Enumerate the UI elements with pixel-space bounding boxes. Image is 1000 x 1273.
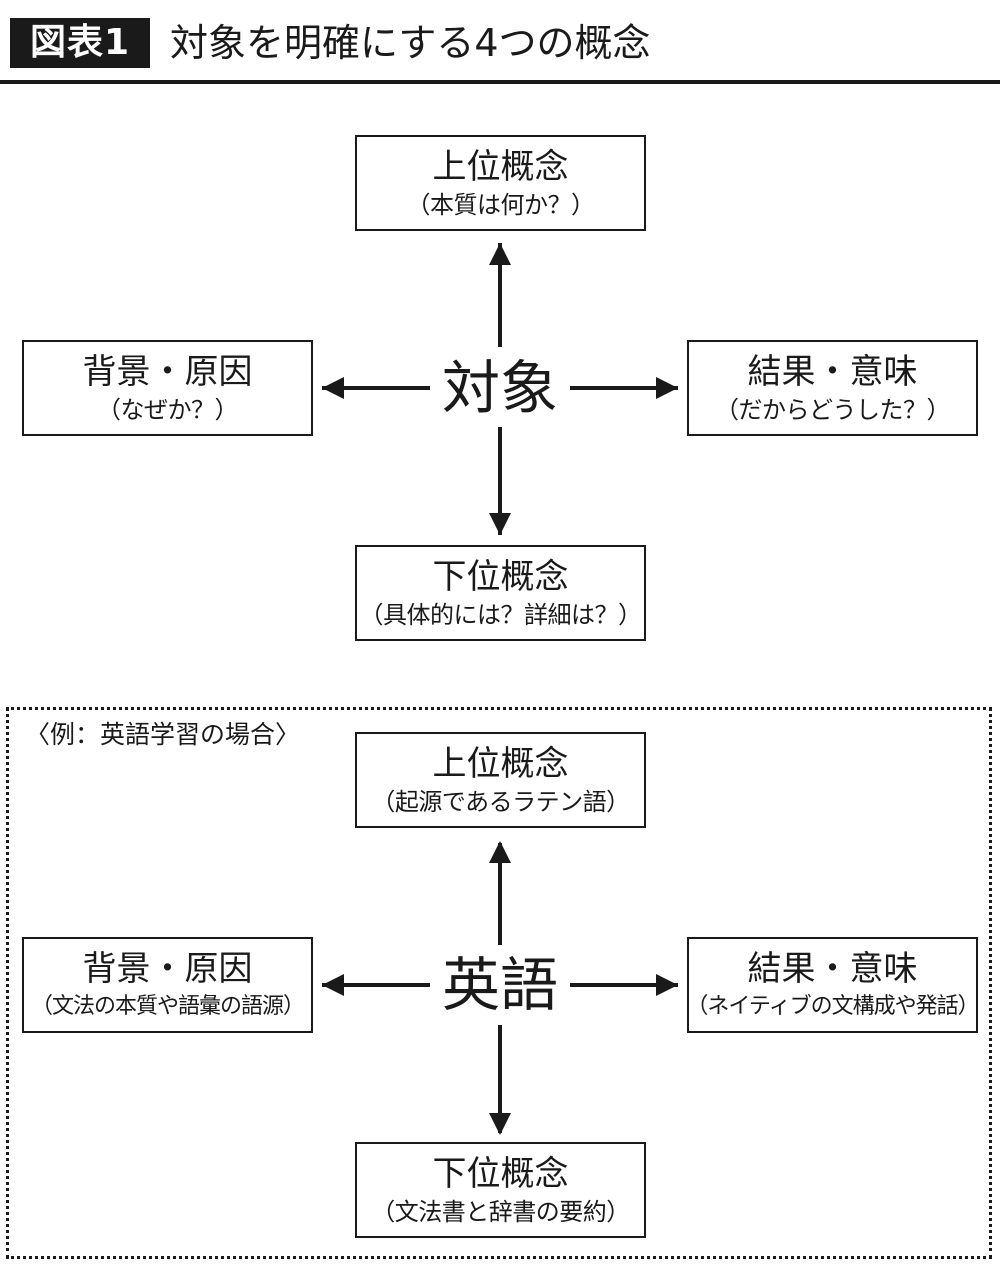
- general-diagram: 上位概念 （本質は何か？） 背景・原因 （なぜか？） 対象 結果・意味 （だから…: [0, 85, 1000, 685]
- box-sub: （文法書と辞書の要約）: [371, 1198, 630, 1226]
- box-sub: （起源であるラテン語）: [371, 788, 630, 816]
- arrowhead-left: [322, 974, 344, 996]
- box-sub: （なぜか？）: [97, 396, 239, 424]
- center-subject: 対象: [441, 354, 558, 422]
- arrowhead-left: [322, 377, 344, 399]
- arrowhead-up: [489, 841, 511, 863]
- box-main: 背景・原因: [82, 949, 253, 989]
- box-sub: （ネイティブの文構成や発話）: [687, 994, 978, 1019]
- example-arrows: [322, 841, 678, 1135]
- figure-header: 図表1 対象を明確にする4つの概念: [0, 0, 1000, 85]
- example-diagram: 上位概念 （起源であるラテン語） 背景・原因 （文法の本質や語彙の語源） 英語 …: [0, 705, 1000, 1265]
- arrowhead-right: [656, 377, 678, 399]
- box-result-meaning: 結果・意味 （だからどうした？）: [687, 340, 978, 436]
- arrowhead-up: [489, 243, 511, 265]
- figure-label: 図表1: [10, 18, 150, 68]
- box-result-meaning: 結果・意味 （ネイティブの文構成や発話）: [687, 937, 978, 1033]
- box-sub: （だからどうした？）: [715, 396, 951, 424]
- box-main: 結果・意味: [747, 949, 918, 989]
- box-main: 結果・意味: [747, 352, 918, 392]
- box-upper-concept: 上位概念 （起源であるラテン語）: [355, 732, 646, 828]
- box-main: 上位概念: [432, 744, 569, 784]
- box-main: 上位概念: [432, 147, 569, 187]
- box-background-cause: 背景・原因 （文法の本質や語彙の語源）: [22, 937, 313, 1033]
- example-frame: 〈例：英語学習の場合〉: [6, 707, 992, 1259]
- box-lower-concept: 下位概念 （文法書と辞書の要約）: [355, 1142, 646, 1238]
- arrowhead-right: [656, 974, 678, 996]
- box-sub: （本質は何か？）: [406, 191, 596, 219]
- box-background-cause: 背景・原因 （なぜか？）: [22, 340, 313, 436]
- box-main: 下位概念: [432, 557, 569, 597]
- box-main: 背景・原因: [82, 352, 253, 392]
- box-upper-concept: 上位概念 （本質は何か？）: [355, 135, 646, 231]
- center-subject: 英語: [441, 951, 558, 1019]
- box-main: 下位概念: [432, 1154, 569, 1194]
- box-sub: （具体的には？詳細は？）: [359, 601, 643, 629]
- arrowhead-down: [489, 513, 511, 535]
- header-rule: [0, 80, 1000, 84]
- arrowhead-down: [489, 1113, 511, 1135]
- box-sub: （文法の本質や語彙の語源）: [30, 994, 305, 1019]
- box-lower-concept: 下位概念 （具体的には？詳細は？）: [355, 545, 646, 641]
- figure-title: 対象を明確にする4つの概念: [170, 21, 651, 65]
- example-label: 〈例：英語学習の場合〉: [25, 720, 301, 749]
- general-arrows: [322, 243, 678, 535]
